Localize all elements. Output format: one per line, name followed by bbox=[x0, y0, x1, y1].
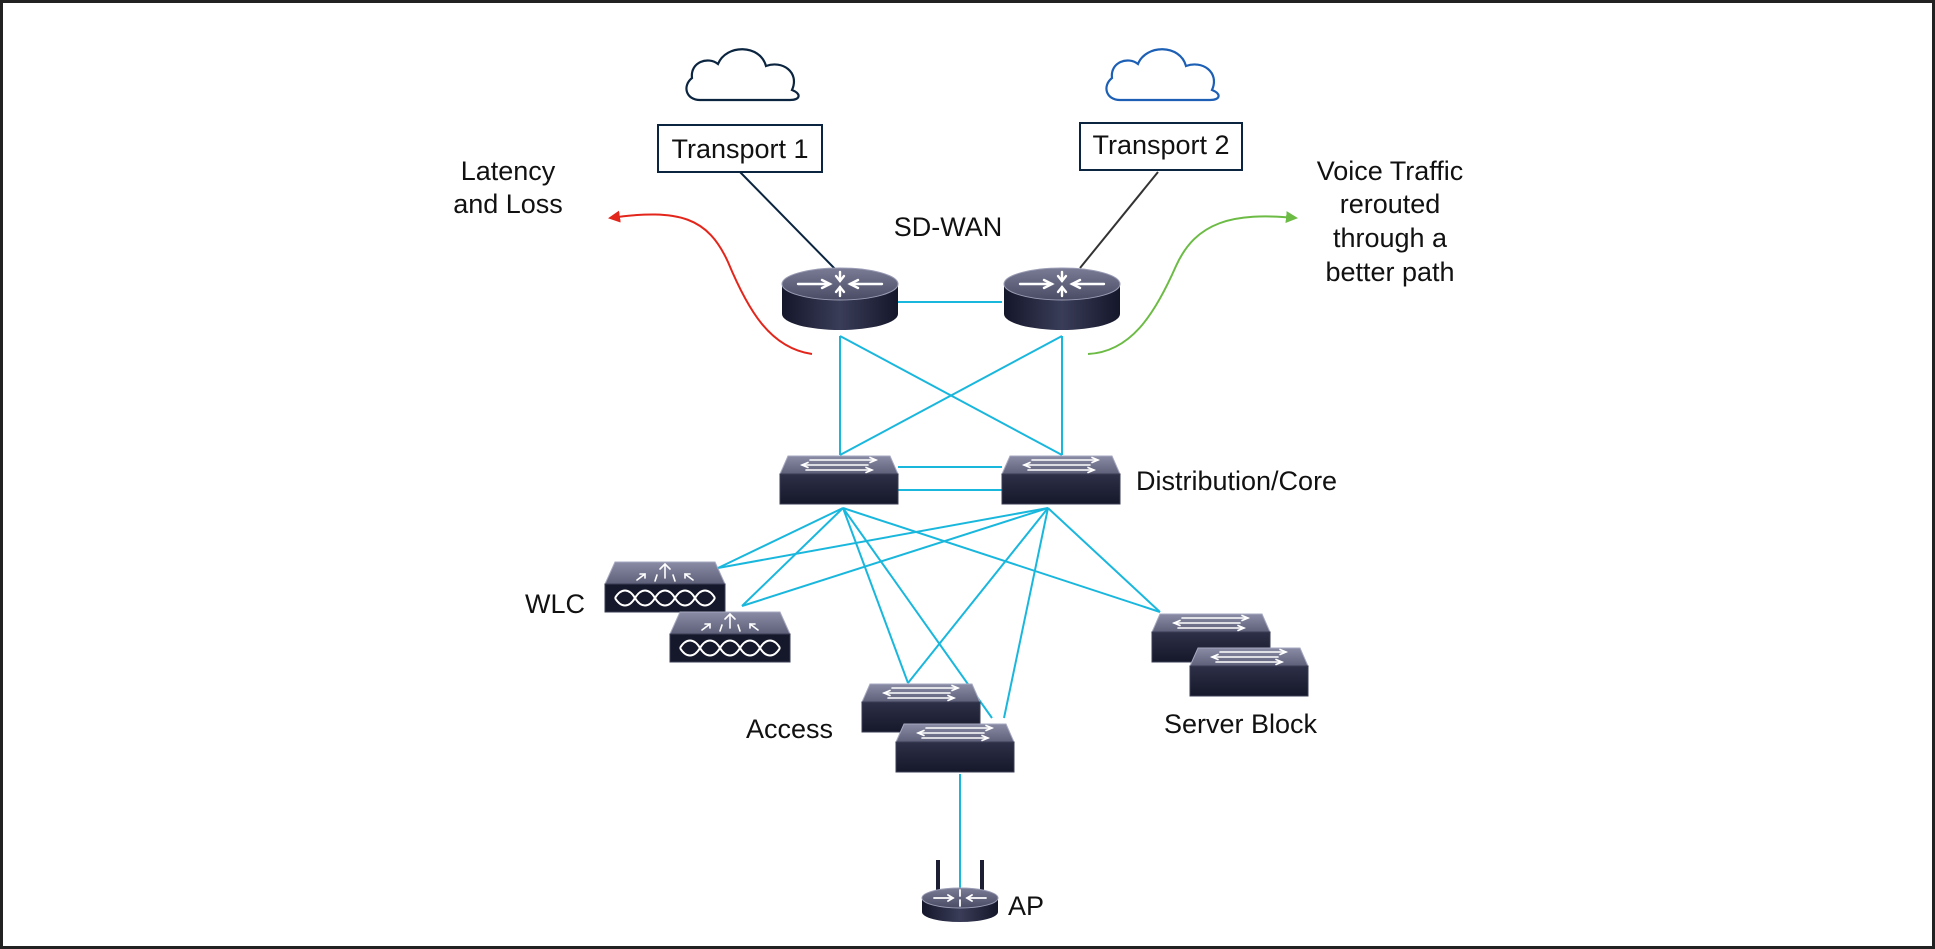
transport-2-link bbox=[1079, 171, 1159, 269]
switch-icon bbox=[779, 455, 899, 505]
server-block-label: Server Block bbox=[1164, 709, 1318, 739]
sdwan-label: SD-WAN bbox=[894, 212, 1003, 242]
switch-icon bbox=[1189, 647, 1309, 697]
transport-1-link bbox=[739, 171, 839, 273]
distribution-core-label: Distribution/Core bbox=[1136, 466, 1337, 496]
voice-label-line1: Voice Traffic bbox=[1317, 156, 1464, 186]
latency-label-line2: and Loss bbox=[453, 189, 563, 219]
voice-label-line2: rerouted bbox=[1340, 189, 1441, 219]
latency-loss-arrow bbox=[608, 210, 813, 355]
cloud-icon bbox=[1105, 48, 1220, 102]
ap-label: AP bbox=[1008, 891, 1044, 921]
router-icon bbox=[1002, 266, 1122, 332]
switch-icon bbox=[1001, 455, 1121, 505]
transport-2-label: Transport 2 bbox=[1092, 130, 1229, 160]
network-links bbox=[717, 301, 1161, 898]
voice-label-line3: through a bbox=[1333, 223, 1448, 253]
voice-label-line4: better path bbox=[1325, 257, 1454, 287]
transport-2-box bbox=[1079, 122, 1243, 171]
transport-1-box bbox=[657, 124, 823, 173]
router-icon bbox=[780, 266, 900, 332]
switch-icon bbox=[895, 723, 1015, 773]
access-label: Access bbox=[746, 714, 833, 744]
cloud-icon bbox=[685, 48, 800, 102]
latency-label-line1: Latency bbox=[461, 156, 556, 186]
wlc-label: WLC bbox=[525, 589, 585, 619]
transport-1-label: Transport 1 bbox=[671, 134, 808, 164]
wireless-controller-icon bbox=[669, 611, 791, 663]
reroute-arrow bbox=[1087, 211, 1298, 355]
wireless-controller-icon bbox=[604, 561, 726, 613]
